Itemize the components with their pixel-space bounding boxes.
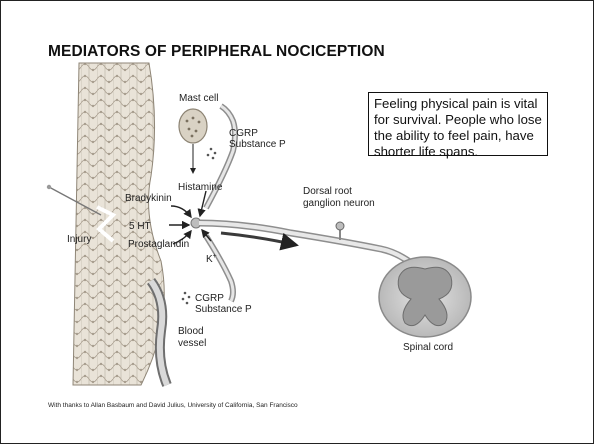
dorsal-root-ganglion xyxy=(336,222,344,230)
label-bradykinin: Bradykinin xyxy=(125,193,172,204)
label-substance-p-top: Substance P xyxy=(229,139,286,150)
mast-cell xyxy=(179,109,207,143)
peripheral-axon xyxy=(199,223,421,271)
label-substance-p-bottom: Substance P xyxy=(195,304,252,315)
label-cgrp-top: CGRP xyxy=(229,128,258,139)
label-mast-cell: Mast cell xyxy=(179,93,218,104)
label-vessel: vessel xyxy=(178,338,206,349)
label-injury: Injury xyxy=(67,234,91,245)
label-cgrp-bottom: CGRP xyxy=(195,293,224,304)
label-dorsal-root: Dorsal root xyxy=(303,186,352,197)
label-histamine: Histamine xyxy=(178,182,223,193)
label-prostaglandin: Prostaglandin xyxy=(128,239,189,250)
credit-line: With thanks to Allan Basbaum and David J… xyxy=(48,402,298,409)
label-spinal-cord: Spinal cord xyxy=(403,342,453,353)
label-5ht: 5 HT xyxy=(129,221,151,232)
label-blood: Blood xyxy=(178,326,204,337)
nerve-branch-bottom xyxy=(206,236,233,301)
survival-note: Feeling physical pain is vital for survi… xyxy=(368,92,548,156)
label-k-plus: K+ xyxy=(206,253,217,265)
label-ganglion-neuron: ganglion neuron xyxy=(303,198,375,209)
